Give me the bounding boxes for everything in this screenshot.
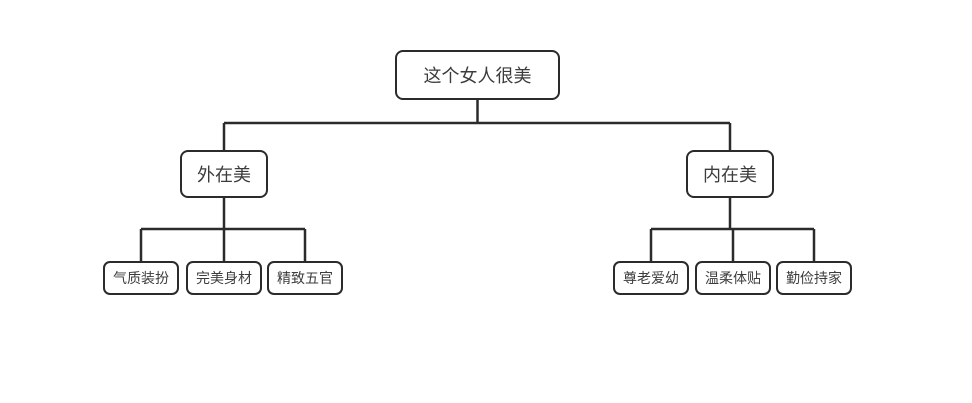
node-leaf-fine-features[interactable]: 精致五官 [267,261,343,295]
node-leaf-perfect-figure[interactable]: 完美身材 [186,261,262,295]
leaf-label: 气质装扮 [113,271,169,287]
leaf-label: 温柔体贴 [705,271,761,287]
node-leaf-respect-elders[interactable]: 尊老爱幼 [613,261,689,295]
node-root[interactable]: 这个女人很美 [395,50,560,100]
node-internal-beauty[interactable]: 内在美 [686,150,774,198]
node-root-label: 这个女人很美 [423,66,532,87]
node-external-beauty-label: 外在美 [197,165,251,186]
node-leaf-thrifty-housekeeping[interactable]: 勤俭持家 [776,261,852,295]
leaf-label: 尊老爱幼 [623,271,679,287]
leaf-label: 精致五官 [277,271,333,287]
node-leaf-temperament-dress[interactable]: 气质装扮 [103,261,179,295]
leaf-label: 勤俭持家 [786,271,842,287]
node-external-beauty[interactable]: 外在美 [180,150,268,198]
node-internal-beauty-label: 内在美 [703,165,757,186]
node-leaf-gentle-considerate[interactable]: 温柔体贴 [695,261,771,295]
leaf-label: 完美身材 [196,271,252,287]
